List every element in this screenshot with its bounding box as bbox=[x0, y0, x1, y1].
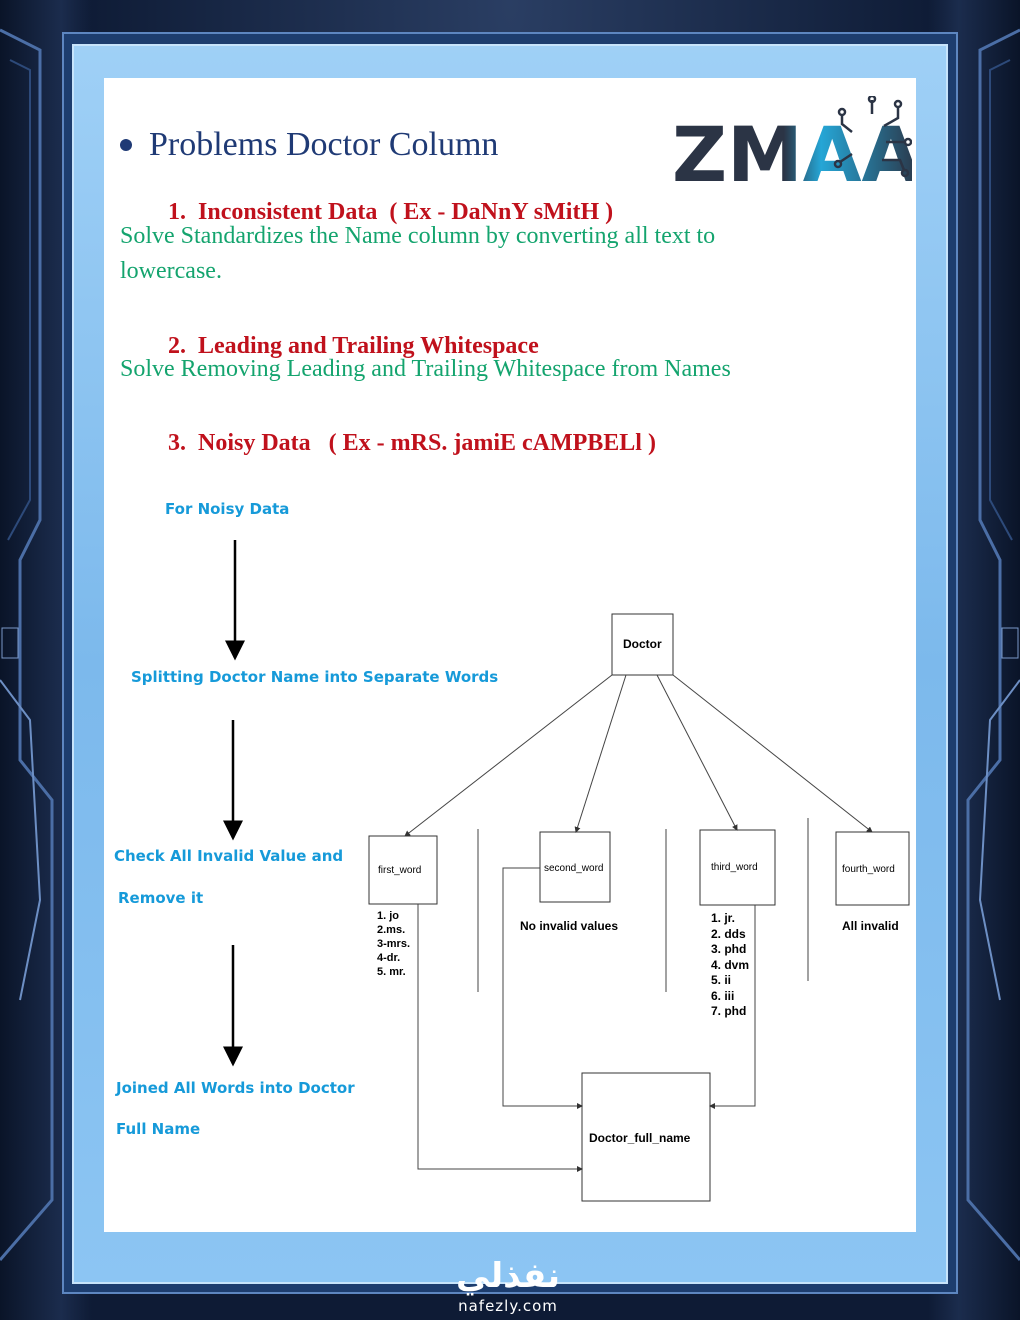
fourth-word-note: All invalid bbox=[842, 919, 899, 933]
document-page: ZMAA Problems Doctor Column 1. Inconsiste… bbox=[104, 78, 916, 1232]
list-item: 4. dvm bbox=[711, 957, 750, 972]
first-word-node bbox=[368, 835, 438, 905]
second-word-label: second_word bbox=[544, 863, 604, 874]
nafezly-watermark: نفذلي nafezly.com bbox=[443, 1256, 573, 1316]
third-word-node bbox=[699, 829, 776, 906]
heading-row: Problems Doctor Column bbox=[120, 126, 498, 164]
bullet-icon bbox=[120, 139, 132, 151]
flow-diagram bbox=[223, 540, 910, 1202]
problem-text: Noisy Data ( Ex - mRS. jamiE cAMPBELl ) bbox=[198, 430, 656, 456]
problem-number: 3. bbox=[168, 430, 186, 456]
list-item: 4-dr. bbox=[377, 952, 401, 964]
list-item: 2. dds bbox=[711, 926, 746, 941]
flow-step-joined: Joined All Words into Doctor bbox=[116, 1079, 355, 1097]
third-word-label: third_word bbox=[711, 862, 758, 873]
page-title: Problems Doctor Column bbox=[149, 126, 499, 163]
problem-2: 2. Leading and Trailing Whitespace bbox=[144, 306, 539, 387]
doctor-node-label: Doctor bbox=[623, 637, 662, 651]
flow-step-full-name: Full Name bbox=[116, 1120, 201, 1138]
problem-3: 3. Noisy Data ( Ex - mRS. jamiE cAMPBELl … bbox=[144, 403, 656, 484]
problem-number: 2. bbox=[168, 333, 186, 359]
list-item: 1. jr. bbox=[711, 911, 736, 925]
list-item: 1. jo bbox=[377, 910, 400, 922]
doctor-full-name-node bbox=[581, 1072, 711, 1202]
list-item: 5. ii bbox=[711, 973, 732, 987]
watermark-latin: nafezly.com bbox=[458, 1297, 558, 1315]
first-word-label: first_word bbox=[378, 865, 422, 876]
problem-text: Leading and Trailing Whitespace bbox=[198, 333, 539, 359]
solution-1: Solve Standardizes the Name column by co… bbox=[120, 223, 716, 284]
list-item: 7. phd bbox=[711, 1004, 747, 1018]
doctor-full-name-label: Doctor_full_name bbox=[589, 1131, 691, 1145]
watermark-arabic: نفذلي bbox=[455, 1256, 561, 1296]
left-tech-panel bbox=[0, 28, 54, 1261]
list-item: 5. mr. bbox=[377, 966, 406, 978]
flow-step-splitting: Splitting Doctor Name into Separate Word… bbox=[131, 668, 499, 686]
fourth-word-node bbox=[835, 831, 910, 906]
problem-1: 1. Inconsistent Data ( Ex - DaNnY sMitH ) bbox=[144, 172, 613, 253]
flow-step-noisy-data: For Noisy Data bbox=[165, 500, 290, 518]
list-item: 3-mrs. bbox=[377, 938, 411, 950]
list-item: 6. iii bbox=[711, 988, 735, 1003]
flow-step-remove: Remove it bbox=[118, 889, 204, 907]
first-word-invalid-list: 1. jo 2.ms. 3-mrs. 4-dr. 5. mr. bbox=[377, 909, 410, 979]
right-tech-panel bbox=[966, 28, 1020, 1261]
fourth-word-label: fourth_word bbox=[842, 864, 895, 875]
problem-text: Inconsistent Data ( Ex - DaNnY sMitH ) bbox=[198, 199, 614, 225]
third-word-invalid-list: 1. jr. 2. dds 3. phd 4. dvm 5. ii 6. iii… bbox=[711, 911, 749, 1020]
zmaa-logo: ZMAA bbox=[672, 96, 912, 194]
flow-step-check-invalid: Check All Invalid Value and bbox=[114, 847, 344, 865]
solution-2: Solve Removing Leading and Trailing Whit… bbox=[120, 356, 731, 382]
list-item: 3. phd bbox=[711, 942, 747, 956]
logo-text: ZMAA bbox=[672, 110, 912, 194]
doctor-node bbox=[611, 613, 674, 676]
problem-number: 1. bbox=[168, 199, 186, 225]
list-item: 2.ms. bbox=[377, 924, 406, 936]
second-word-note: No invalid values bbox=[520, 919, 619, 933]
